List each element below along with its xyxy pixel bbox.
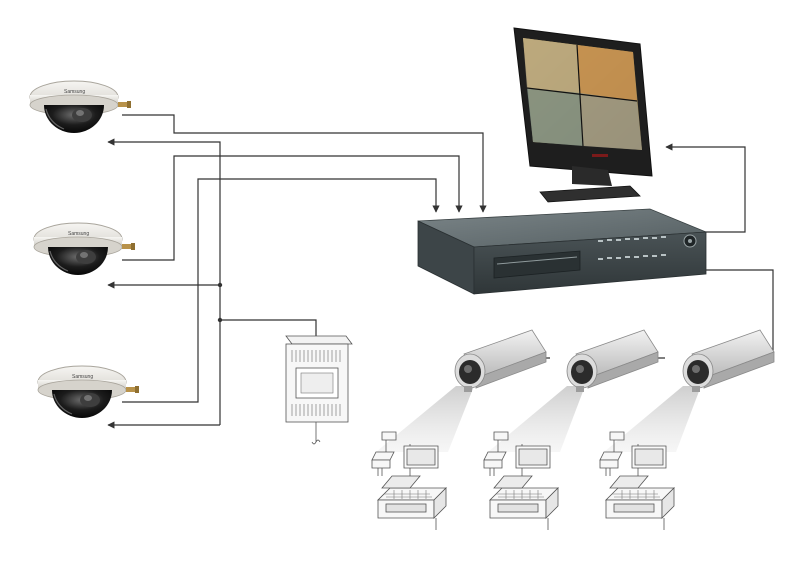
box-camera-2 xyxy=(566,329,659,393)
pos-station-1 xyxy=(371,329,547,530)
dome-camera-1: Samsung xyxy=(29,80,132,134)
dome-camera-brand: Samsung xyxy=(68,231,89,237)
box-camera-3 xyxy=(682,329,775,393)
pos-station-3 xyxy=(599,329,775,530)
dome-camera-2: Samsung xyxy=(33,222,136,276)
monitor xyxy=(513,27,653,203)
dome-camera-brand: Samsung xyxy=(72,374,93,380)
dvr-recorder xyxy=(417,208,707,295)
power-supply xyxy=(285,335,353,445)
pos-station-2 xyxy=(483,329,659,530)
dome-camera-3: Samsung xyxy=(37,365,140,419)
monitor-wiring xyxy=(665,143,746,233)
power-wiring xyxy=(107,138,317,429)
box-camera-1 xyxy=(454,329,547,393)
video-wiring xyxy=(122,114,487,403)
dome-camera-brand: Samsung xyxy=(64,89,85,95)
